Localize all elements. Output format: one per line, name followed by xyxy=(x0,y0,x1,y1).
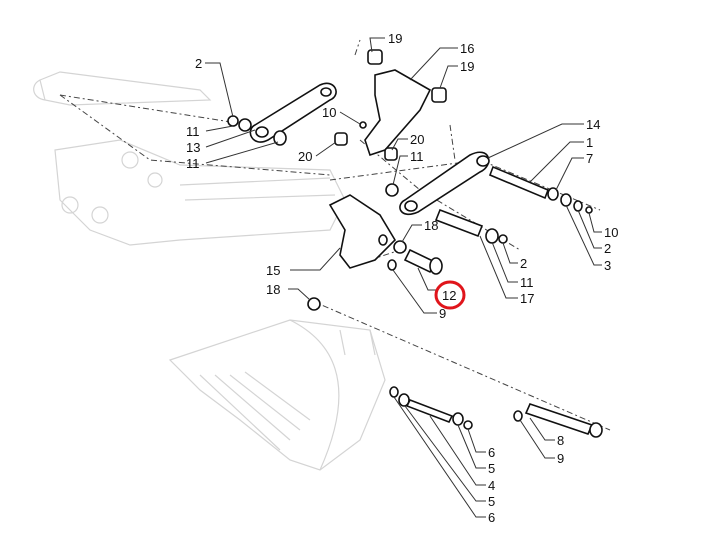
callout-11[interactable]: 11 xyxy=(186,124,200,139)
callout-2[interactable]: 2 xyxy=(604,241,611,256)
callout-11[interactable]: 11 xyxy=(186,156,200,171)
callout-18[interactable]: 18 xyxy=(266,282,280,297)
callout-10[interactable]: 10 xyxy=(604,225,618,240)
callout-10[interactable]: 10 xyxy=(322,105,336,120)
callout-4[interactable]: 4 xyxy=(488,478,495,493)
callout-9[interactable]: 9 xyxy=(439,306,446,321)
callout-20[interactable]: 20 xyxy=(410,132,424,147)
ghost-boom-arm xyxy=(33,71,346,246)
callout-3[interactable]: 3 xyxy=(604,258,611,273)
callout-1[interactable]: 1 xyxy=(586,135,593,150)
callout-15[interactable]: 15 xyxy=(266,263,280,278)
callout-8[interactable]: 8 xyxy=(557,433,564,448)
callout-11[interactable]: 11 xyxy=(410,149,424,164)
callout-18[interactable]: 18 xyxy=(424,218,438,233)
callout-20[interactable]: 20 xyxy=(298,149,312,164)
callout-12-highlighted[interactable]: 12 xyxy=(442,288,456,303)
callout-9[interactable]: 9 xyxy=(557,451,564,466)
callout-5[interactable]: 5 xyxy=(488,494,495,509)
callout-labels: 19 2 16 19 11 13 11 10 20 20 11 14 1 7 1… xyxy=(186,31,618,525)
callout-13[interactable]: 13 xyxy=(186,140,200,155)
callout-19[interactable]: 19 xyxy=(388,31,402,46)
callout-14[interactable]: 14 xyxy=(586,117,600,132)
callout-16[interactable]: 16 xyxy=(460,41,474,56)
ghost-bucket xyxy=(168,319,386,471)
callout-2[interactable]: 2 xyxy=(195,56,202,71)
parts xyxy=(227,49,603,438)
callout-17[interactable]: 17 xyxy=(520,291,534,306)
assembly-axes xyxy=(59,39,611,431)
callout-6[interactable]: 6 xyxy=(488,445,495,460)
callout-19[interactable]: 19 xyxy=(460,59,474,74)
callout-2[interactable]: 2 xyxy=(520,256,527,271)
callout-11[interactable]: 11 xyxy=(520,275,534,290)
highlight-circle xyxy=(434,280,466,310)
callout-5[interactable]: 5 xyxy=(488,461,495,476)
callout-6[interactable]: 6 xyxy=(488,510,495,525)
leader-lines xyxy=(205,37,602,518)
callout-7[interactable]: 7 xyxy=(586,151,593,166)
